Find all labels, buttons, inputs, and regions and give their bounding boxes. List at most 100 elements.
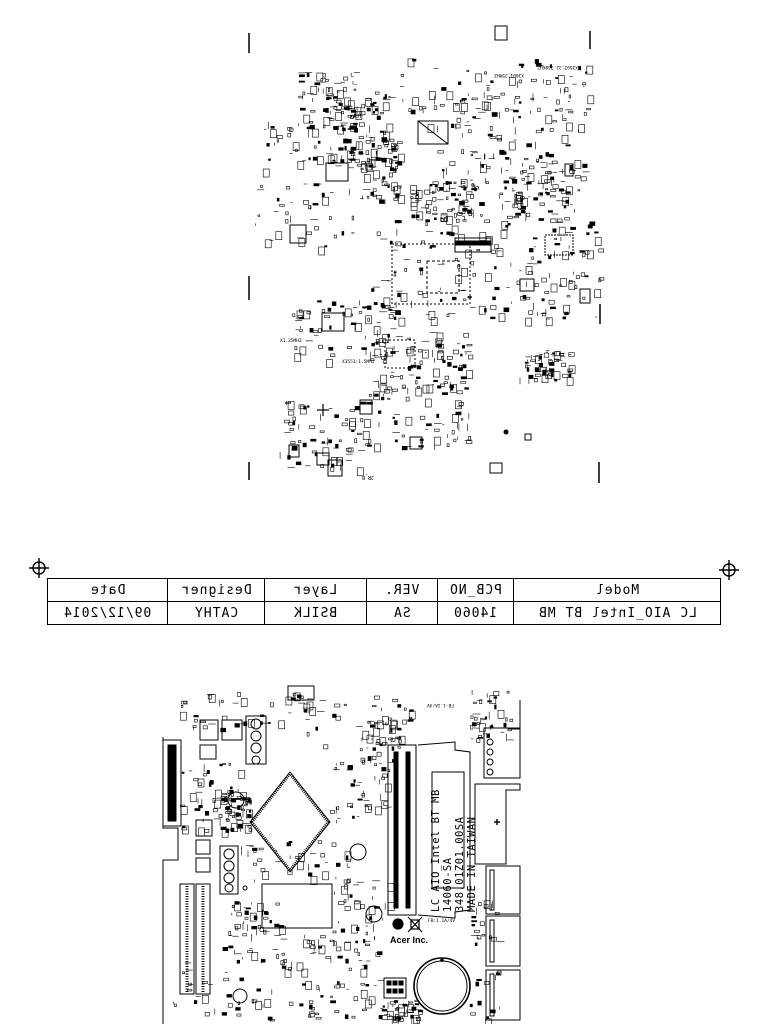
smd-part [329, 325, 332, 330]
smd-part [517, 198, 522, 203]
smd-part [367, 317, 370, 322]
pcb-no-header: PCB_NO [449, 582, 502, 598]
smd-part [451, 430, 455, 435]
smd-part [315, 1017, 322, 1020]
smd-part [387, 769, 391, 773]
smd-part [472, 722, 477, 726]
smd-part [380, 374, 388, 384]
smd-part [375, 157, 381, 161]
smd-part [339, 439, 342, 442]
smd-part [557, 75, 565, 84]
smd-part [388, 172, 393, 178]
smd-part [525, 317, 533, 327]
smd-part [528, 310, 534, 315]
smd-part [538, 218, 545, 221]
smd-part [549, 128, 554, 132]
smd-part [312, 128, 319, 138]
smd-part [475, 981, 480, 987]
smd-part [541, 175, 549, 184]
smd-part [374, 108, 378, 112]
smd-part [303, 114, 311, 124]
smd-part [241, 808, 245, 811]
smd-part [355, 141, 363, 151]
smd-part [559, 108, 563, 112]
smd-part [360, 983, 365, 986]
smd-part [432, 190, 435, 194]
smd-part [325, 87, 333, 96]
smd-part [418, 349, 423, 353]
smd-part [376, 738, 381, 744]
smd-part [355, 940, 359, 944]
smd-part [285, 696, 293, 706]
smd-part [268, 158, 271, 161]
smd-part [407, 58, 415, 68]
smd-part [281, 952, 286, 956]
smd-part [405, 396, 410, 402]
smd-part [409, 709, 414, 712]
smd-part [422, 384, 430, 394]
smd-part [556, 218, 563, 223]
smd-part [298, 80, 305, 83]
smd-part [350, 322, 357, 325]
smd-part [375, 742, 380, 745]
smd-part [574, 175, 581, 179]
pb-free-icon [392, 918, 404, 930]
smd-part [363, 174, 371, 183]
smd-part [372, 101, 377, 104]
smd-part [554, 351, 561, 360]
smd-part [493, 691, 500, 696]
smd-part [336, 806, 340, 810]
smd-part [303, 200, 309, 205]
smd-part [286, 842, 291, 847]
smd-part [472, 273, 476, 277]
smd-part [298, 853, 305, 862]
smd-part [490, 316, 496, 320]
smd-part [549, 361, 555, 366]
smd-part [382, 1005, 385, 1008]
smd-part [334, 941, 337, 946]
smd-part [187, 989, 193, 992]
smd-part [304, 709, 308, 713]
smd-part [369, 916, 372, 920]
smd-part [222, 715, 228, 721]
smd-part [290, 697, 296, 700]
smd-part [582, 163, 588, 168]
smd-part [380, 157, 387, 162]
smd-part [311, 450, 318, 454]
smd-part [292, 142, 300, 151]
smd-part [309, 1004, 313, 1010]
smd-part [262, 871, 270, 880]
smd-part [440, 218, 444, 222]
smd-part [385, 158, 392, 167]
smd-part [525, 296, 531, 300]
smd-part [450, 384, 458, 393]
smd-part [287, 870, 293, 875]
smd-part [425, 222, 428, 227]
smd-part [386, 123, 394, 133]
smd-part [314, 452, 318, 457]
smd-part [541, 127, 544, 131]
smd-part [227, 1003, 233, 1008]
smd-part [181, 771, 185, 774]
smd-part [263, 929, 267, 935]
smd-part [336, 457, 344, 466]
smd-part [433, 368, 440, 378]
smd-part [236, 819, 244, 829]
smd-part [400, 375, 403, 380]
smd-part [471, 97, 478, 101]
smd-part [317, 840, 322, 844]
smd-part [398, 220, 402, 224]
smd-part [479, 699, 483, 704]
smd-part [568, 279, 573, 284]
smd-part [247, 814, 252, 818]
smd-part [247, 798, 252, 803]
smd-part [344, 97, 352, 107]
smd-part [350, 147, 356, 151]
left-connectors [162, 739, 211, 995]
smd-part [514, 96, 520, 99]
board-marking-line: 14060-SA [442, 857, 454, 912]
smd-part [323, 124, 326, 129]
smd-part [312, 330, 319, 333]
smd-part [568, 373, 572, 378]
smd-part [367, 439, 372, 444]
